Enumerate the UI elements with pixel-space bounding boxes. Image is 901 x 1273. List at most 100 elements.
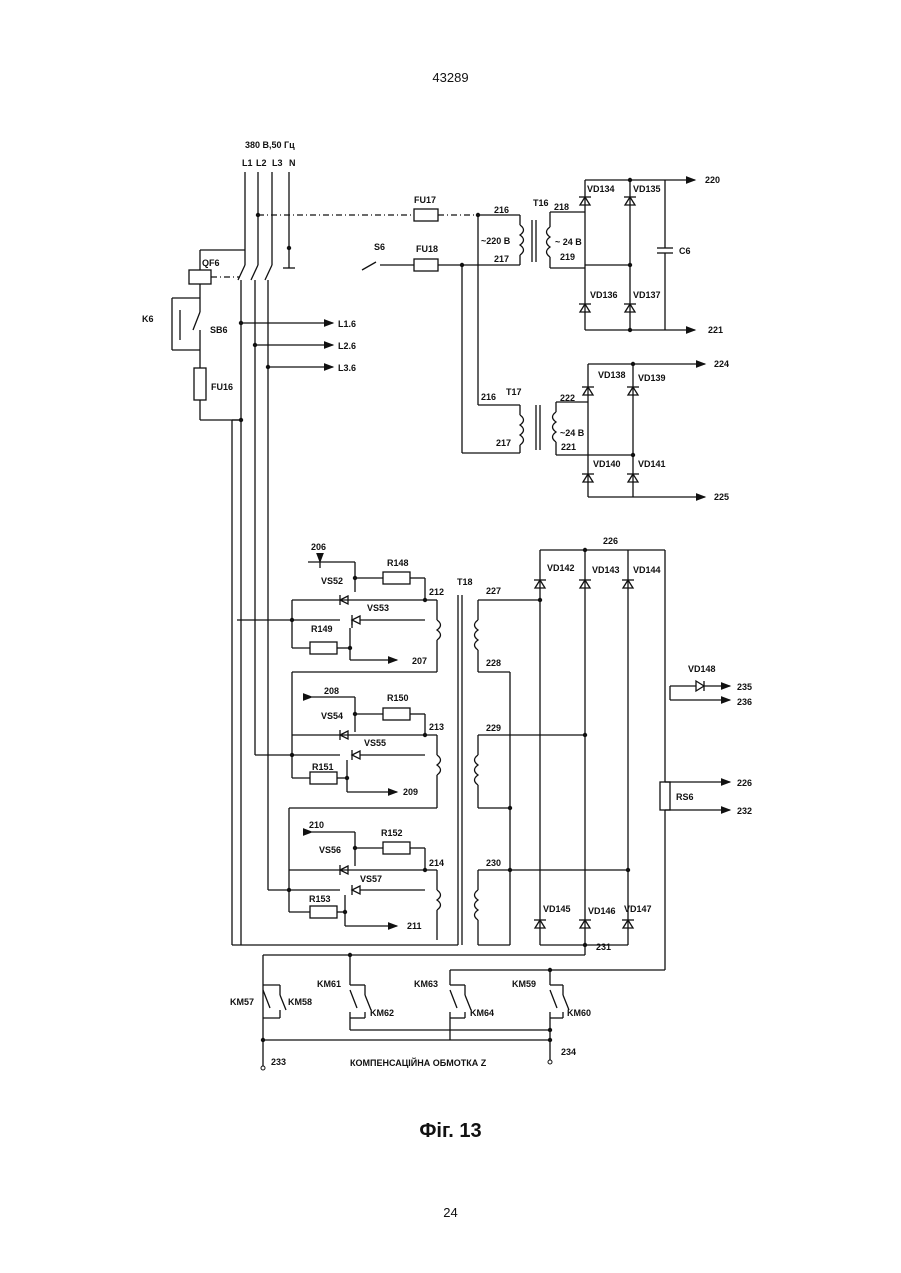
node-211: 211 (407, 921, 422, 931)
thyristor-vs52-label: VS52 (321, 576, 343, 586)
transformer-t16-label: T16 (533, 198, 549, 208)
auxiliary-outputs (665, 681, 730, 810)
diode-vd143-label: VD143 (592, 565, 620, 575)
node-235: 235 (737, 682, 752, 692)
breaker-qf6-label: QF6 (202, 258, 220, 268)
node-216-top: 216 (494, 205, 509, 215)
node-217-bottom: 217 (496, 438, 511, 448)
voltage-24-label-b: ~24 В (560, 428, 585, 438)
node-212: 212 (429, 587, 444, 597)
phase-label-l1: L1 (242, 158, 253, 168)
node-224: 224 (714, 359, 729, 369)
transformer-t18 (458, 595, 628, 945)
output-l36-label: L3.6 (338, 363, 356, 373)
contactor-group (263, 955, 569, 1068)
node-226-top: 226 (603, 536, 618, 546)
node-207: 207 (412, 656, 427, 666)
control-circuit (172, 250, 245, 420)
node-208: 208 (324, 686, 339, 696)
diode-vd144-label: VD144 (633, 565, 661, 575)
node-217-top: 217 (494, 254, 509, 264)
contact-km59-label: KM59 (512, 979, 536, 989)
phase-buses (238, 172, 295, 945)
diode-vd145-label: VD145 (543, 904, 571, 914)
node-233: 233 (271, 1057, 286, 1067)
resistor-r153-label: R153 (309, 894, 331, 904)
supply-voltage-label: 380 В,50 Гц (245, 140, 295, 150)
node-210: 210 (309, 820, 324, 830)
fuse-fu18-label: FU18 (416, 244, 438, 254)
node-232: 232 (737, 806, 752, 816)
node-221-top: 221 (708, 325, 723, 335)
fuse-fu17 (414, 209, 438, 221)
page-number: 24 (0, 1205, 901, 1220)
transformer-t17-label: T17 (506, 387, 522, 397)
diode-vd136-label: VD136 (590, 290, 618, 300)
node-206: 206 (311, 542, 326, 552)
fuse-fu17-label: FU17 (414, 195, 436, 205)
node-230: 230 (486, 858, 501, 868)
diode-vd139-label: VD139 (638, 373, 666, 383)
contact-km60-label: KM60 (567, 1008, 591, 1018)
node-225: 225 (714, 492, 729, 502)
node-213: 213 (429, 722, 444, 732)
node-228: 228 (486, 658, 501, 668)
fuse-fu18 (414, 259, 438, 271)
node-220: 220 (705, 175, 720, 185)
diode-vd134-label: VD134 (587, 184, 615, 194)
diode-vd141-label: VD141 (638, 459, 666, 469)
node-209: 209 (403, 787, 418, 797)
node-234: 234 (561, 1047, 576, 1057)
node-216-bottom: 216 (481, 392, 496, 402)
diode-vd142-label: VD142 (547, 563, 575, 573)
node-229: 229 (486, 723, 501, 733)
voltage-220-label: ~220 В (481, 236, 511, 246)
fuse-fu16-label: FU16 (211, 382, 233, 392)
node-227: 227 (486, 586, 501, 596)
contact-km62-label: KM62 (370, 1008, 394, 1018)
diode-vd135-label: VD135 (633, 184, 661, 194)
node-236: 236 (737, 697, 752, 707)
phase-label-l2: L2 (256, 158, 267, 168)
contact-km57-label: KM57 (230, 997, 254, 1007)
node-222: 222 (560, 393, 575, 403)
contact-km64-label: KM64 (470, 1008, 494, 1018)
switch-s6-label: S6 (374, 242, 385, 252)
contact-km58-label: KM58 (288, 997, 312, 1007)
button-sb6-label: SB6 (210, 325, 228, 335)
node-226-bottom: 226 (737, 778, 752, 788)
diode-vd137-label: VD137 (633, 290, 661, 300)
diode-vd138-label: VD138 (598, 370, 626, 380)
node-221-bottom: 221 (561, 442, 576, 452)
thyristor-vs55-label: VS55 (364, 738, 386, 748)
node-218: 218 (554, 202, 569, 212)
node-231: 231 (596, 942, 611, 952)
resistor-r149-label: R149 (311, 624, 333, 634)
thyristor-vs56-label: VS56 (319, 845, 341, 855)
diode-bridge-1 (579, 180, 695, 330)
resistor-r150-label: R150 (387, 693, 409, 703)
transformer-t18-label: T18 (457, 577, 473, 587)
resistor-r148-label: R148 (387, 558, 409, 568)
shunt-rs6-label: RS6 (676, 792, 694, 802)
output-l26-label: L2.6 (338, 341, 356, 351)
resistor-r151-label: R151 (312, 762, 334, 772)
diode-vd148-label: VD148 (688, 664, 716, 674)
diode-vd147-label: VD147 (624, 904, 652, 914)
thyristor-vs54-label: VS54 (321, 711, 343, 721)
output-l16-label: L1.6 (338, 319, 356, 329)
phase-label-l3: L3 (272, 158, 283, 168)
contact-km61-label: KM61 (317, 979, 341, 989)
resistor-r152-label: R152 (381, 828, 403, 838)
node-214: 214 (429, 858, 444, 868)
relay-k6-label: K6 (142, 314, 154, 324)
contact-km63-label: KM63 (414, 979, 438, 989)
diode-vd146-label: VD146 (588, 906, 616, 916)
thyristor-vs53-label: VS53 (367, 603, 389, 613)
diode-vd140-label: VD140 (593, 459, 621, 469)
diode-bridge-2 (582, 364, 705, 497)
figure-caption: Фіг. 13 (0, 1120, 901, 1143)
capacitor-c6-label: C6 (679, 246, 691, 256)
thyristor-vs57-label: VS57 (360, 874, 382, 884)
